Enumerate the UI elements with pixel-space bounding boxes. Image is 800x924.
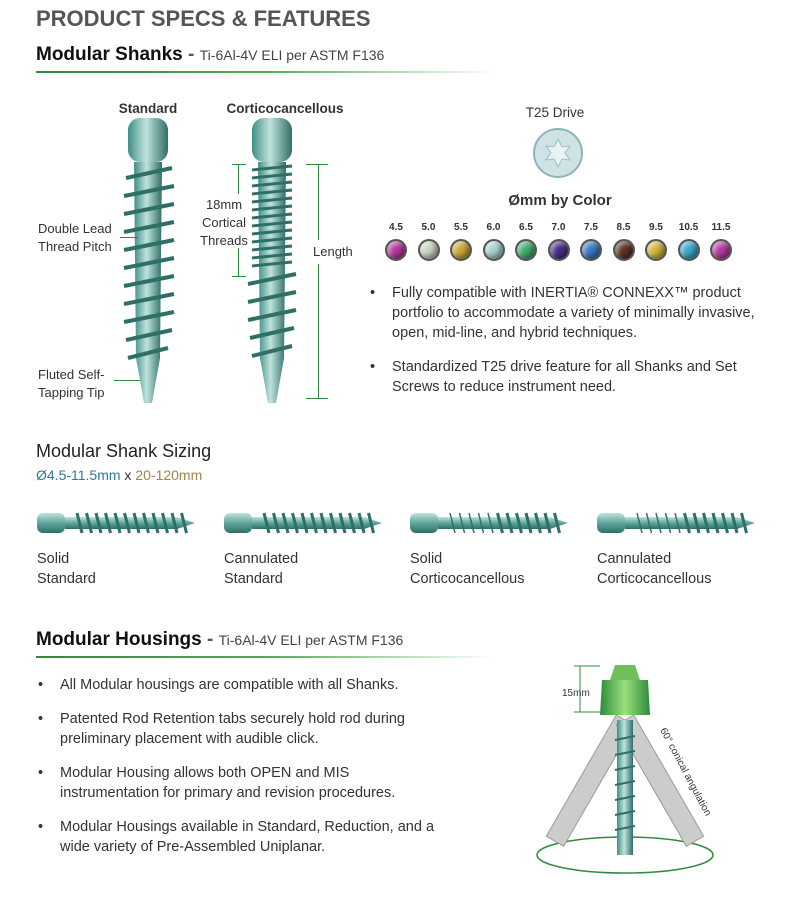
bullet-item: Fully compatible with INERTIA® CONNEXX™ … (368, 283, 768, 343)
t25-drive-icon (533, 128, 583, 178)
diameter-size-label: 4.5 (389, 222, 403, 233)
section-divider (36, 656, 496, 658)
bullet-item: Modular Housings available in Standard, … (36, 817, 436, 857)
corticocancellous-label: Corticocancellous (226, 101, 344, 116)
diameter-size-label: 5.0 (421, 222, 436, 233)
standard-shank-image (123, 118, 175, 403)
diameter-swatch: 5.0 (413, 222, 445, 261)
color-dot-icon (385, 239, 407, 261)
callout-length: Length (313, 244, 353, 259)
page-title: PRODUCT SPECS & FEATURES (36, 6, 371, 31)
length-dimension-line (318, 264, 319, 398)
housing-angulation-image: 15mm 60° conical angulation (536, 665, 714, 874)
color-dot-icon (482, 239, 505, 261)
diameter-size-label: 10.5 (678, 222, 699, 233)
bullet-item: Modular Housing allows both OPEN and MIS… (36, 763, 436, 803)
color-dot-icon (580, 239, 602, 261)
dimension-tick (232, 276, 246, 277)
diameter-swatch: 6.5 (510, 222, 542, 261)
diameter-swatch: 7.5 (575, 222, 607, 261)
sizing-range: Ø4.5-11.5mm x 20-120mm (36, 467, 203, 483)
housing-height-label: 15mm (562, 688, 590, 699)
bullet-item: Patented Rod Retention tabs securely hol… (36, 709, 436, 749)
horizontal-shank-image (37, 512, 195, 534)
diameter-size-label: 5.5 (454, 222, 468, 233)
color-dot-icon (677, 239, 700, 261)
dimension-line (238, 164, 239, 194)
callout-line (114, 380, 140, 381)
diameter-size-label: 6.0 (486, 222, 501, 233)
diameter-swatch: 4.5 (380, 222, 412, 261)
diameter-swatch: 10.5 (673, 222, 705, 261)
housing-features-list: All Modular housings are compatible with… (36, 675, 436, 871)
color-chart-title: Ømm by Color (508, 192, 612, 209)
t25-drive-label: T25 Drive (525, 105, 585, 120)
dimension-line (238, 248, 239, 276)
length-dimension-line (318, 164, 319, 240)
color-dot-icon (612, 239, 635, 261)
section-heading-shanks: Modular Shanks - Ti-6Al-4V ELI per ASTM … (36, 44, 385, 65)
callout-line (120, 237, 138, 238)
bullet-item: Standardized T25 drive feature for all S… (368, 357, 768, 397)
horizontal-shank-image (597, 512, 755, 534)
horizontal-shank-image (224, 512, 382, 534)
color-dot-icon (547, 239, 570, 261)
diameter-swatch: 8.5 (608, 222, 640, 261)
section-divider (36, 71, 496, 73)
corticocancellous-shank-image (247, 118, 297, 403)
diameter-size-label: 9.5 (649, 222, 663, 233)
diameter-swatch: 5.5 (445, 222, 477, 261)
sizing-heading: Modular Shank Sizing (36, 441, 212, 461)
diameter-swatch: 11.5 (705, 222, 737, 261)
dimension-tick (306, 164, 328, 165)
bullet-item: All Modular housings are compatible with… (36, 675, 436, 695)
callout-cortical-threads: 18mm Cortical Threads (200, 197, 248, 248)
diameter-size-label: 8.5 (616, 222, 631, 233)
color-dot-icon (450, 239, 472, 261)
color-dot-icon (645, 239, 667, 261)
horizontal-shank-image (410, 512, 568, 534)
dimension-tick (306, 398, 328, 399)
section-heading-housings: Modular Housings - Ti-6Al-4V ELI per AST… (36, 629, 404, 650)
color-dot-icon (710, 239, 732, 261)
diameter-size-label: 7.0 (551, 222, 566, 233)
diameter-swatch: 9.5 (640, 222, 672, 261)
diameter-swatch: 7.0 (543, 222, 575, 261)
dimension-tick (232, 164, 246, 165)
diameter-size-label: 6.5 (519, 222, 533, 233)
diameter-size-label: 7.5 (584, 222, 598, 233)
diameter-size-label: 11.5 (711, 222, 731, 233)
standard-label: Standard (118, 101, 178, 116)
color-dot-icon (515, 239, 537, 261)
shank-features-list: Fully compatible with INERTIA® CONNEXX™ … (368, 283, 768, 411)
diameter-swatch: 6.0 (478, 222, 510, 261)
color-dot-icon (417, 239, 440, 261)
callout-double-lead-thread: Double Lead Thread Pitch (38, 221, 112, 254)
callout-fluted-tip: Fluted Self-Tapping Tip (38, 367, 105, 400)
